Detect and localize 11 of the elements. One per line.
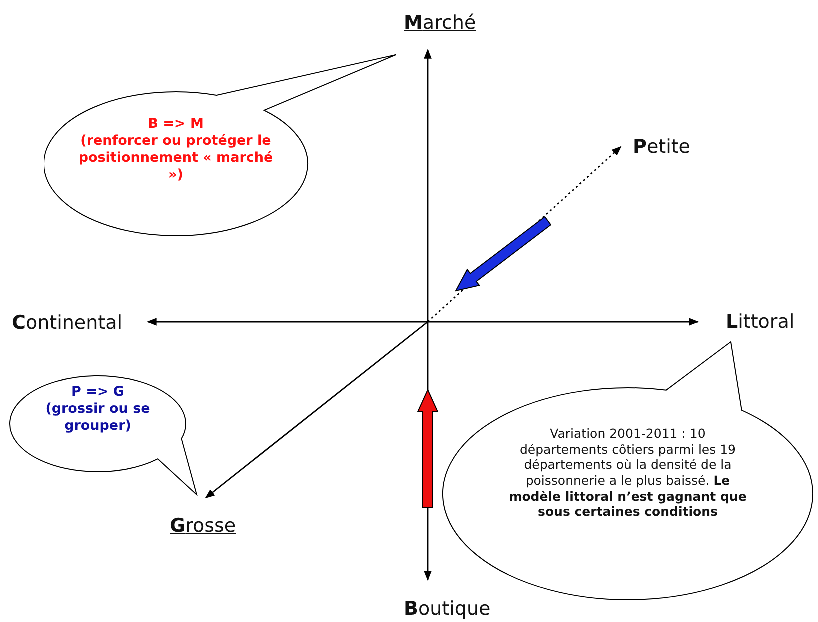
axis-label: Continental (12, 312, 122, 334)
axis-label: Grosse (170, 515, 236, 537)
axis-label: Boutique (404, 598, 491, 620)
callout-text: Variation 2001-2011 : 10 départements côtiers parmi les 19 départements où la densité de la poissonnerie a le plus baissé. Le modèle littoral n’est gagnant que sous certaines conditions (508, 426, 748, 520)
callout-text: (renforcer ou protéger le positionnement « marché ») (78, 132, 274, 184)
callout-text: P => G (70, 384, 126, 401)
axis-label: Petite (633, 136, 690, 158)
axis-label: Marché (404, 12, 476, 34)
callout-text: (grossir ou se grouper) (44, 400, 152, 435)
axis-label: Littoral (726, 311, 795, 333)
callout-text: B => M (147, 116, 205, 133)
